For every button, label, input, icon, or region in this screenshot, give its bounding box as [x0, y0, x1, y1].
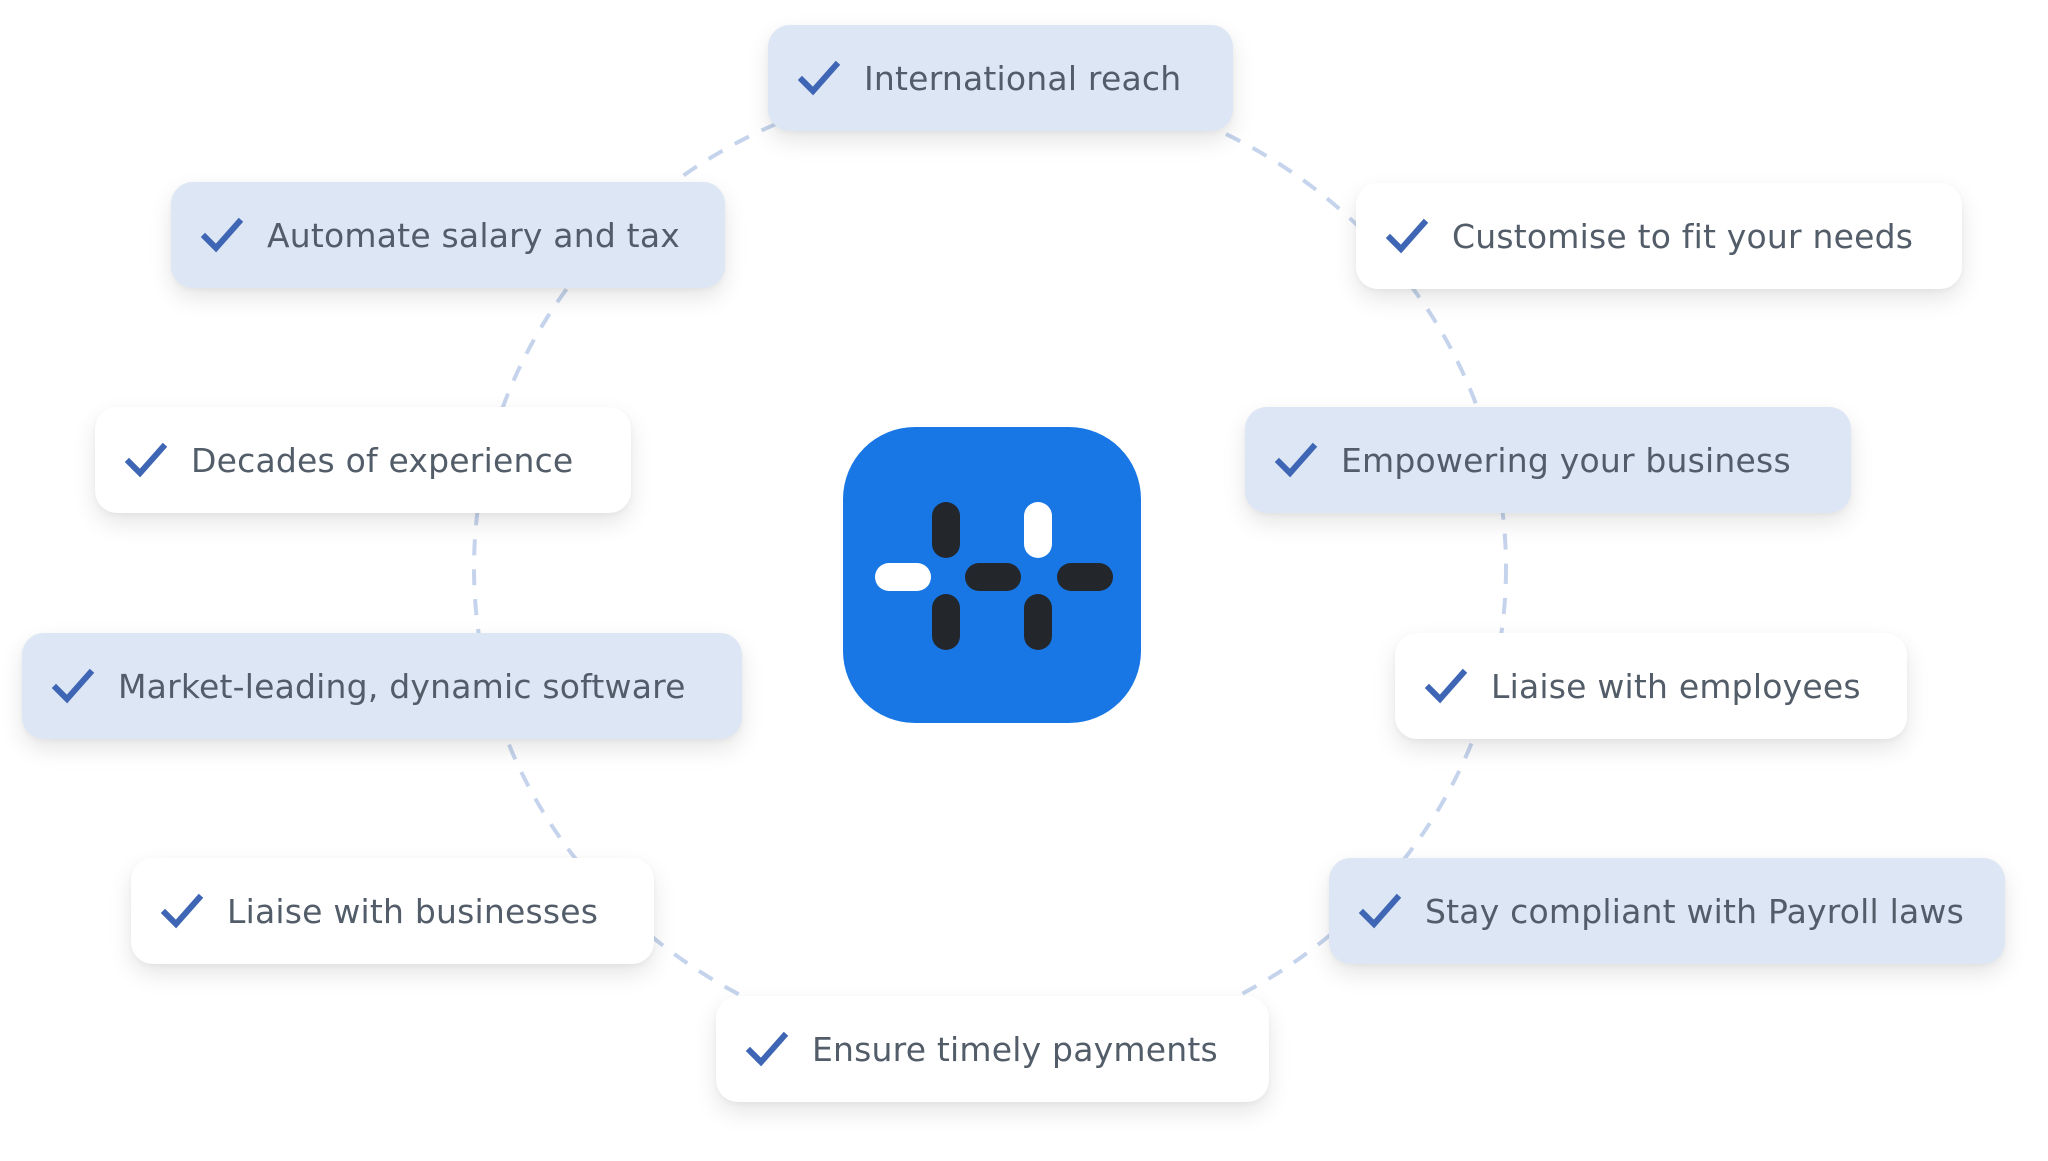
checkmark-icon — [161, 893, 204, 929]
feature-card-ensure-timely: Ensure timely payments — [716, 996, 1269, 1102]
checkmark-icon — [52, 668, 95, 704]
feature-card-customise: Customise to fit your needs — [1356, 183, 1962, 289]
checkmark-icon — [1359, 893, 1402, 929]
feature-label: Decades of experience — [191, 440, 574, 480]
feature-label: Market-leading, dynamic software — [118, 666, 686, 706]
checkmark-icon — [1275, 442, 1318, 478]
checkmark-icon — [746, 1031, 789, 1067]
logo-bar-right — [1057, 563, 1113, 591]
logo-bar-left-white — [875, 563, 931, 591]
logo-bar-middle — [965, 563, 1021, 591]
feature-card-liaise-businesses: Liaise with businesses — [131, 858, 654, 964]
feature-label: Stay compliant with Payroll laws — [1425, 891, 1964, 931]
feature-label: International reach — [864, 58, 1182, 98]
feature-card-liaise-employees: Liaise with employees — [1395, 633, 1907, 739]
checkmark-icon — [201, 217, 244, 253]
logo-bar-bottom-right — [1024, 594, 1052, 650]
feature-card-market-leading: Market-leading, dynamic software — [22, 633, 742, 739]
feature-card-international-reach: International reach — [768, 25, 1233, 131]
feature-label: Liaise with businesses — [227, 891, 599, 931]
feature-card-decades: Decades of experience — [95, 407, 631, 513]
checkmark-icon — [125, 442, 168, 478]
logo-bar-top-left — [932, 502, 960, 558]
feature-card-empowering: Empowering your business — [1245, 407, 1851, 513]
feature-label: Liaise with employees — [1491, 666, 1861, 706]
logo-bar-bottom-left — [932, 594, 960, 650]
feature-card-stay-compliant: Stay compliant with Payroll laws — [1329, 858, 2005, 964]
feature-label: Ensure timely payments — [812, 1029, 1218, 1069]
checkmark-icon — [1425, 668, 1468, 704]
logo-bar-top-right-white — [1024, 502, 1052, 558]
feature-label: Customise to fit your needs — [1452, 216, 1914, 256]
checkmark-icon — [1386, 218, 1429, 254]
feature-card-automate-salary: Automate salary and tax — [171, 182, 725, 288]
checkmark-icon — [798, 60, 841, 96]
center-logo — [843, 427, 1141, 723]
feature-label: Automate salary and tax — [267, 215, 680, 255]
feature-label: Empowering your business — [1341, 440, 1791, 480]
